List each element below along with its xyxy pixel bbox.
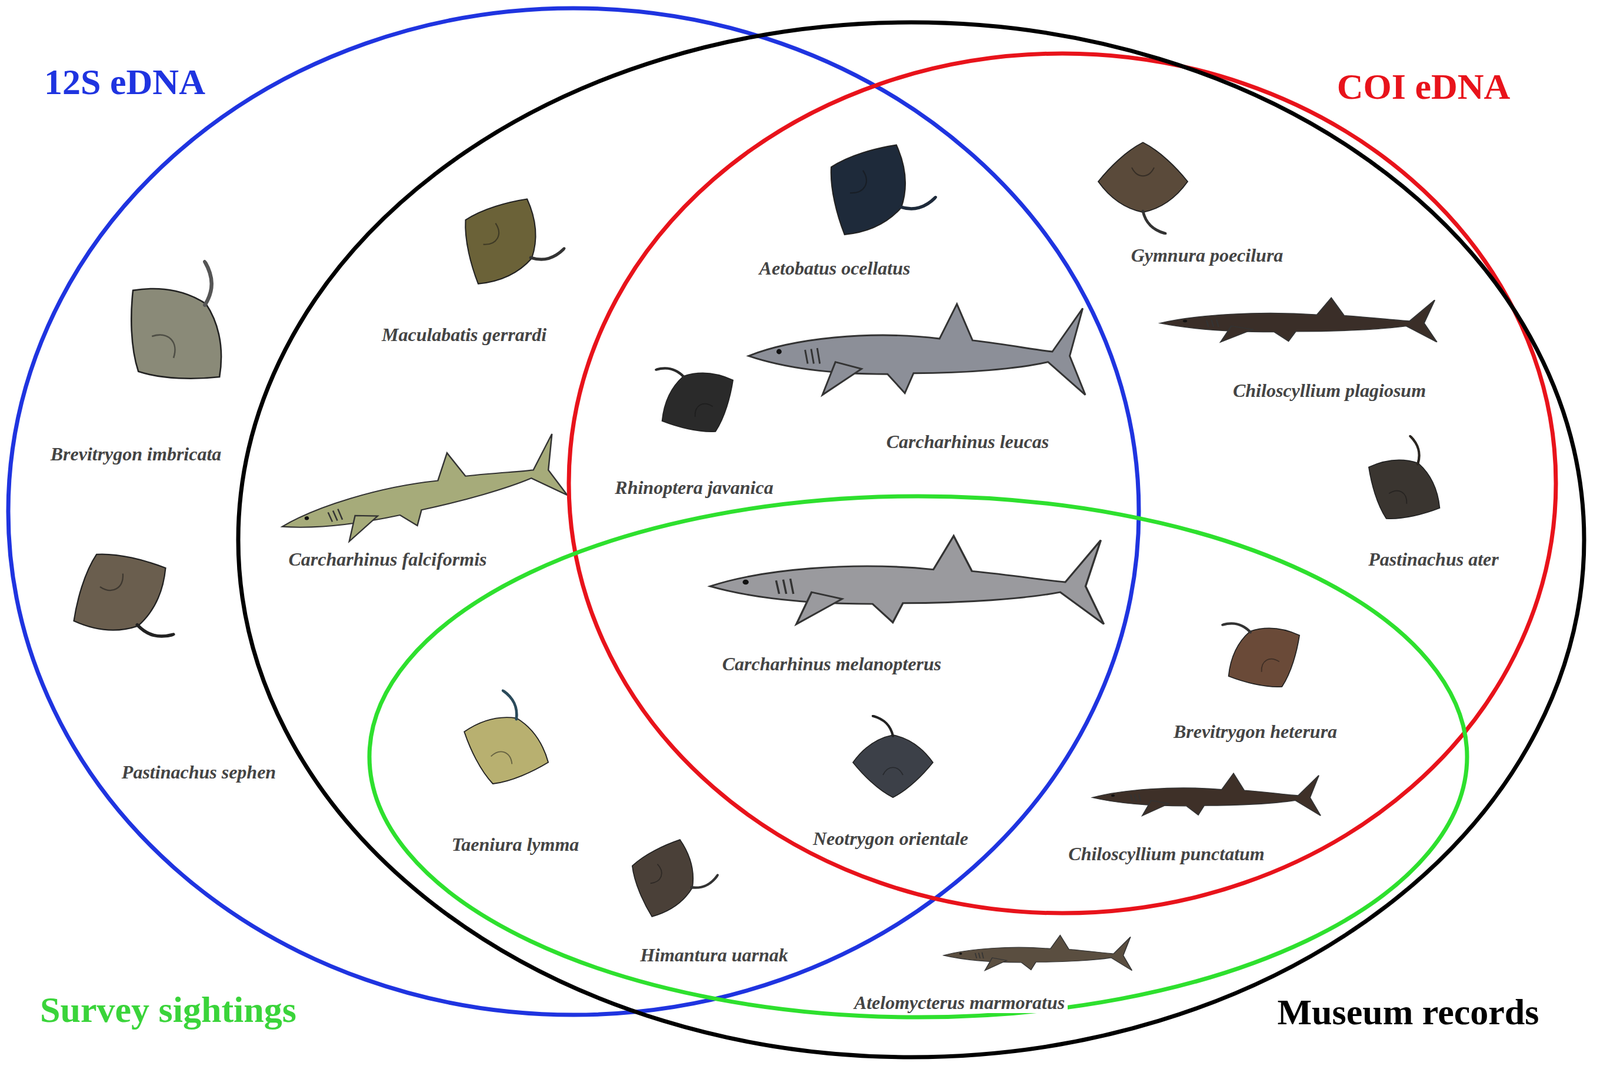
shark-figure: [1160, 298, 1437, 343]
venn-set: Museum records: [235, 20, 1587, 1060]
species-name: Carcharhinus leucas: [883, 431, 1053, 453]
ray-figure: [1204, 594, 1318, 708]
venn-set: Survey sightings: [367, 494, 1470, 1020]
species-name: Gymnura poecilura: [1128, 244, 1287, 267]
set-title: Survey sightings: [40, 990, 297, 1030]
venn-set: 12S eDNA: [5, 5, 1142, 1018]
ray-figure: [618, 827, 725, 933]
ray-figure: [450, 683, 566, 800]
set-ellipse: [235, 20, 1587, 1060]
species-name: Pastinachus ater: [1365, 548, 1502, 571]
species-name: Aetobatus ocellatus: [756, 257, 914, 280]
species-name: Carcharhinus falciformis: [285, 548, 490, 571]
species-name: Taeniura lymma: [448, 834, 583, 856]
set-title: Museum records: [1277, 992, 1540, 1033]
shark-figure: [274, 430, 568, 555]
species-name: Chiloscyllium plagiosum: [1230, 380, 1429, 402]
species-name: Atelomycterus marmoratus: [851, 992, 1068, 1015]
ray-figure: [95, 240, 270, 415]
set-ellipse: [5, 5, 1142, 1018]
species-name: Pastinachus sephen: [118, 761, 279, 784]
set-outline: [568, 53, 1556, 914]
set-ellipse: [367, 494, 1470, 1020]
set-outline: [8, 8, 1139, 1016]
ray-figure: [1098, 142, 1188, 234]
species-name: Himantura uarnak: [637, 944, 792, 967]
ray-figure: [1350, 425, 1463, 539]
ray-figure: [638, 338, 751, 452]
species-name: Maculabatis gerrardi: [378, 324, 550, 346]
set-outline: [369, 496, 1468, 1018]
shark-figure: [748, 304, 1086, 396]
set-outline: [238, 22, 1585, 1058]
species-name: Neotrygon orientale: [810, 828, 972, 850]
species-name: Rhinoptera javanica: [611, 477, 776, 499]
ray-figure: [50, 528, 197, 675]
shark-figure: [710, 535, 1104, 625]
species-name: Brevitrygon imbricata: [47, 443, 225, 466]
species-name: Carcharhinus melanopterus: [719, 653, 945, 676]
ray-figure: [852, 716, 933, 799]
set-title: 12S eDNA: [44, 61, 206, 102]
set-title: COI eDNA: [1337, 66, 1510, 107]
shark-figure: [1092, 773, 1321, 816]
species-name: Chiloscyllium punctatum: [1065, 843, 1268, 866]
species-name: Brevitrygon heterura: [1170, 721, 1340, 743]
ray-figure: [805, 122, 949, 265]
ray-figure: [441, 177, 577, 313]
shark-figure: [943, 935, 1132, 972]
